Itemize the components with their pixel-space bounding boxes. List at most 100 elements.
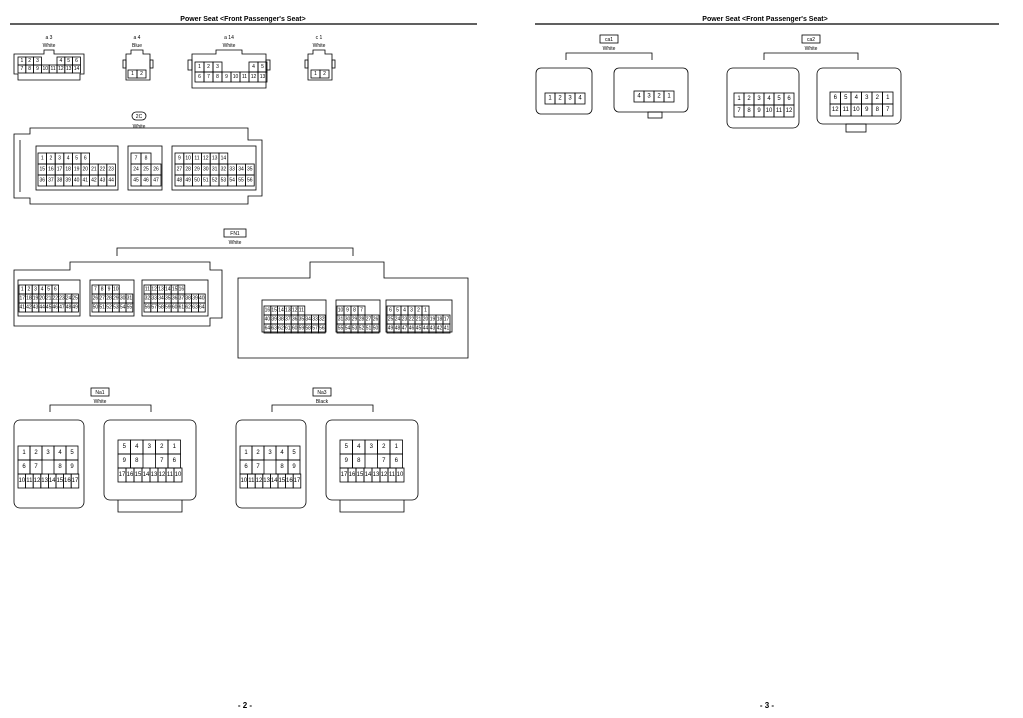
pin-label: 4 (357, 444, 361, 450)
pin-label: 5 (844, 95, 848, 101)
pin-label: 42 (437, 326, 443, 332)
pin-label: 49 (72, 305, 78, 311)
pin-label: 23 (108, 167, 114, 173)
pin-label: 38 (278, 317, 284, 323)
pin-label: 48 (395, 326, 401, 332)
pin-label: 10 (240, 478, 247, 484)
pin-label: 11 (167, 472, 174, 478)
pin-label: 6 (84, 156, 87, 162)
pin-label: 15 (357, 472, 364, 478)
pin-label: 9 (108, 287, 111, 293)
pin-label: 35 (247, 167, 253, 173)
pin-label: 1 (198, 64, 201, 70)
pin-label: 7 (207, 74, 210, 80)
pin-label: 15 (172, 287, 178, 293)
pin-label: 24 (66, 296, 72, 302)
pin-label: 10 (233, 74, 239, 80)
pin-cell (136, 69, 147, 79)
pin-label: 7 (34, 464, 38, 470)
pin-label: 8 (58, 464, 62, 470)
pin-label: 44 (108, 178, 114, 184)
page-left-number: - 2 - (238, 701, 253, 710)
pin-label: 13 (260, 74, 266, 80)
pin-label: 19 (74, 167, 80, 173)
pin-label: 11 (242, 74, 247, 80)
pin-label: 6 (198, 74, 201, 80)
pin-label: 32 (221, 167, 227, 173)
pin-label: 12 (292, 308, 298, 314)
page-left-title: Power Seat <Front Passenger's Seat> (180, 16, 305, 23)
pin-label: 16 (48, 167, 54, 173)
pin-label: 36 (40, 178, 46, 184)
pin-label: 31 (338, 317, 344, 323)
pin-label: 23 (59, 296, 65, 302)
pin-label: 34 (158, 296, 164, 302)
pin-cell (395, 467, 405, 483)
pin-label: 1 (737, 96, 741, 102)
connector-fn1-color: White (229, 240, 242, 246)
connector-c1-color: White (313, 43, 326, 49)
pin-label: 12 (256, 478, 263, 484)
connector-c1-id: c 1 (316, 35, 323, 41)
pin-label: 55 (338, 326, 344, 332)
pin-label: 24 (133, 167, 139, 173)
pin-label: 1 (667, 94, 671, 100)
pin-label: 10 (766, 108, 773, 114)
pin-label: 7 (737, 108, 741, 114)
pin-label: 6 (54, 287, 57, 293)
pin-label: 9 (36, 66, 39, 72)
pin-label: 1 (886, 95, 890, 101)
pin-label: 16 (127, 472, 134, 478)
pin-label: 2 (207, 64, 210, 70)
pin-label: 64 (265, 326, 271, 332)
pin-cell (70, 473, 80, 489)
pin-label: 57 (151, 305, 157, 311)
pin-label: 3 (370, 444, 374, 450)
pin-label: 53 (352, 326, 358, 332)
pin-label: 63 (271, 326, 277, 332)
pin-label: 62 (185, 305, 191, 311)
pin-label: 18 (65, 167, 71, 173)
pin-cell (783, 104, 795, 118)
pin-label: 37 (179, 296, 185, 302)
pin-cell (72, 64, 81, 74)
pin-cell (257, 71, 268, 83)
pin-label: 11 (248, 478, 255, 484)
connector-a3-color: White (43, 43, 56, 49)
pin-label: 3 (216, 64, 219, 70)
pin-label: 1 (424, 308, 427, 314)
pin-label: 14 (271, 478, 278, 484)
pin-label: 60 (172, 305, 178, 311)
pin-label: 4 (135, 444, 139, 450)
pin-label: 3 (865, 95, 869, 101)
pin-label: 50 (373, 326, 379, 332)
pin-label: 15 (40, 167, 46, 173)
pin-label: 40 (265, 317, 271, 323)
pin-label: 62 (278, 326, 284, 332)
pin-label: 10 (185, 156, 191, 162)
pin-label: 2 (747, 96, 751, 102)
pin-label: 31 (212, 167, 218, 173)
pin-label: 5 (47, 287, 50, 293)
pin-label: 13 (285, 308, 291, 314)
pin-label: 46 (53, 305, 59, 311)
pin-label: 51 (99, 305, 105, 311)
pin-label: 33 (229, 167, 235, 173)
pin-label: 39 (192, 296, 198, 302)
pin-label: 2 (28, 58, 31, 64)
pin-label: 52 (212, 178, 218, 184)
pin-label: 11 (26, 478, 33, 484)
pin-label: 2 (34, 450, 38, 456)
pin-label: 1 (395, 444, 399, 450)
pin-label: 4 (403, 308, 406, 314)
pin-label: 7 (21, 66, 24, 72)
pin-label: 16 (265, 308, 271, 314)
pin-label: 17 (20, 296, 26, 302)
pin-label: 10 (18, 478, 25, 484)
connector-ca2-id: ca2 (807, 37, 815, 43)
pin-cell (244, 174, 255, 187)
pin-label: 8 (747, 108, 751, 114)
